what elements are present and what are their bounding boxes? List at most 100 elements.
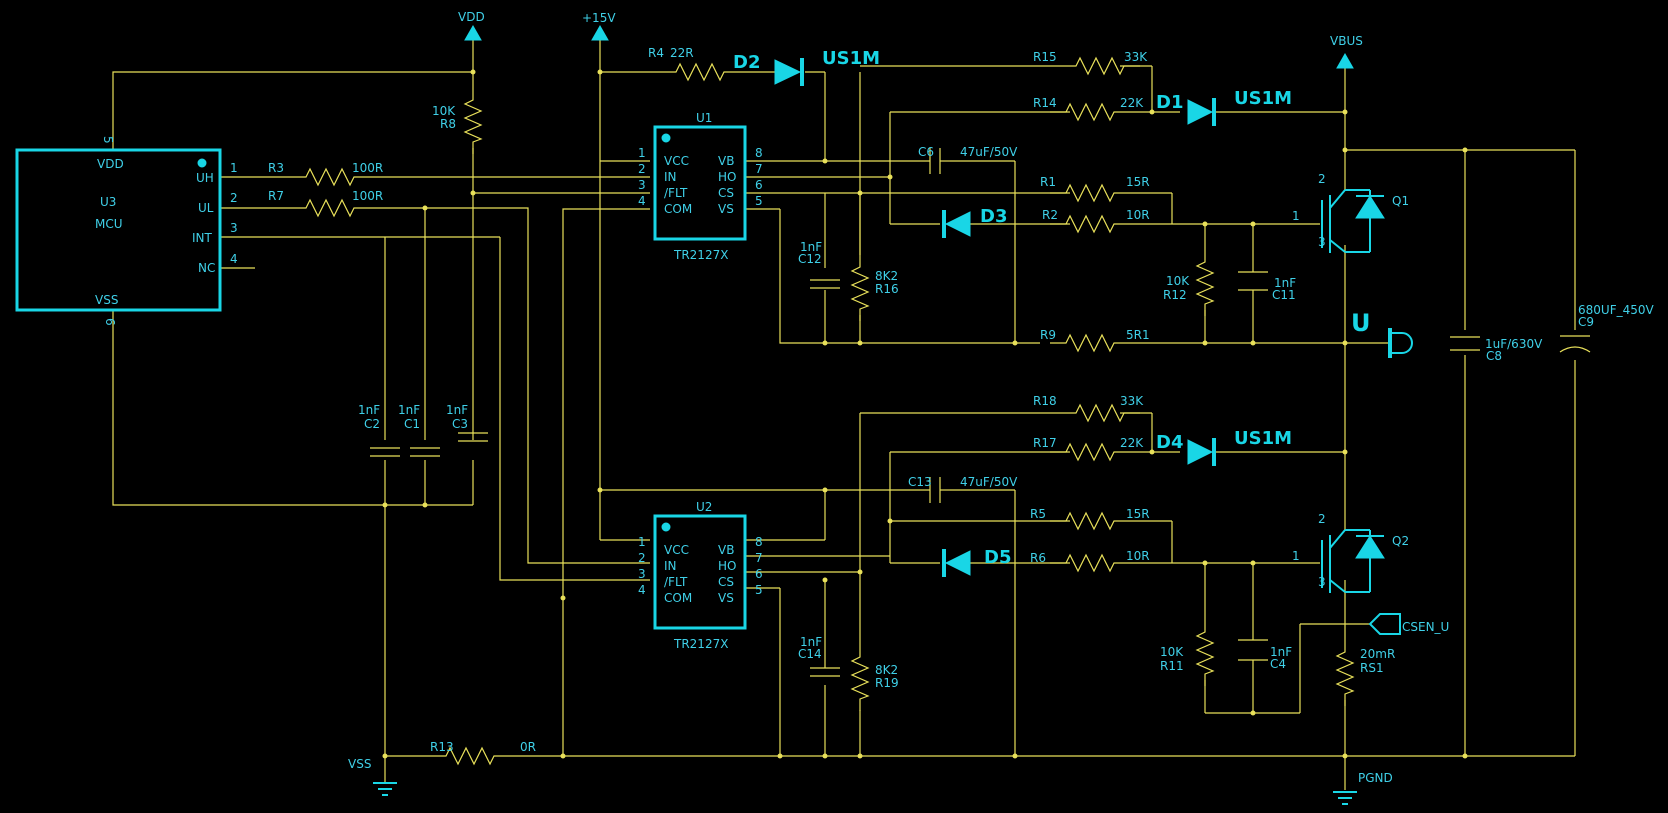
c1-cap-icon bbox=[410, 447, 440, 457]
wires bbox=[112, 38, 1576, 790]
u2-pin7: 7 bbox=[755, 551, 763, 565]
d1-part: US1M bbox=[1234, 88, 1292, 109]
vdd-label: VDD bbox=[458, 10, 485, 24]
u1-cs: CS bbox=[718, 186, 734, 200]
c14-ref: C14 bbox=[798, 647, 822, 661]
u2-com: COM bbox=[664, 591, 692, 605]
r6-val: 10R bbox=[1126, 549, 1150, 563]
u2-vcc: VCC bbox=[664, 543, 689, 557]
pgnd-ground-icon bbox=[1333, 791, 1357, 805]
r3-ref: R3 bbox=[268, 161, 284, 175]
r4-val: 22R bbox=[670, 46, 694, 60]
r16-val: 8K2 bbox=[875, 269, 898, 283]
u1-pin7: 7 bbox=[755, 162, 763, 176]
d3-ref: D3 bbox=[980, 206, 1007, 227]
d1-ref: D1 bbox=[1156, 92, 1183, 113]
r8-ref: R8 bbox=[440, 117, 456, 131]
r12-ref: R12 bbox=[1163, 288, 1187, 302]
r2-ref: R2 bbox=[1042, 208, 1058, 222]
d5-diode-icon bbox=[942, 549, 971, 577]
u2-flt: /FLT bbox=[664, 575, 688, 589]
resistors: R3 100R R7 100R 10K R8 R4 22R R15 33K R1… bbox=[268, 46, 1395, 765]
u1-pin5: 5 bbox=[755, 194, 763, 208]
c2-ref: C2 bbox=[364, 417, 380, 431]
c4-ref: C4 bbox=[1270, 657, 1286, 671]
r12-val: 10K bbox=[1166, 274, 1190, 288]
u3-pin3: 3 bbox=[230, 221, 238, 235]
c12-ref: C12 bbox=[798, 252, 822, 266]
c11-cap-icon bbox=[1238, 271, 1268, 291]
d3-diode-icon bbox=[942, 210, 971, 238]
csen-label: CSEN_U bbox=[1402, 620, 1449, 634]
d2-diode-icon bbox=[774, 58, 804, 86]
u2-vs: VS bbox=[718, 591, 734, 605]
u1-pin4: 4 bbox=[638, 194, 646, 208]
u3-vdd-label: VDD bbox=[97, 157, 124, 171]
r1-ref: R1 bbox=[1040, 175, 1056, 189]
d2-ref: D2 bbox=[733, 52, 760, 73]
d4-part: US1M bbox=[1234, 428, 1292, 449]
r18-val: 33K bbox=[1120, 394, 1144, 408]
c8-ref: C8 bbox=[1486, 349, 1502, 363]
u3-ref: U3 bbox=[100, 195, 116, 209]
u1-pin6: 6 bbox=[755, 178, 763, 192]
r18-ref: R18 bbox=[1033, 394, 1057, 408]
u1-vs: VS bbox=[718, 202, 734, 216]
c9-polar-cap-icon bbox=[1559, 335, 1591, 353]
u1-pin8: 8 bbox=[755, 146, 763, 160]
u3-uh-label: UH bbox=[196, 171, 214, 185]
c11-val: 1nF bbox=[1274, 276, 1296, 290]
r15-val: 33K bbox=[1124, 50, 1148, 64]
u3-pin1: 1 bbox=[230, 161, 238, 175]
c1-ref: C1 bbox=[404, 417, 420, 431]
u2-pin2: 2 bbox=[638, 551, 646, 565]
u3-int-label: INT bbox=[192, 231, 213, 245]
r9-ref: R9 bbox=[1040, 328, 1056, 342]
r6-ref: R6 bbox=[1030, 551, 1046, 565]
c2-cap-icon bbox=[370, 447, 400, 457]
r17-ref: R17 bbox=[1033, 436, 1057, 450]
rs1-val: 20mR bbox=[1360, 647, 1395, 661]
u2-pin4: 4 bbox=[638, 583, 646, 597]
q2-pin-c: 2 bbox=[1318, 512, 1326, 526]
r11-ref: R11 bbox=[1160, 659, 1184, 673]
u1-flt: /FLT bbox=[664, 186, 688, 200]
csen-port-icon bbox=[1368, 613, 1401, 635]
r3-val: 100R bbox=[352, 161, 383, 175]
u2-cs: CS bbox=[718, 575, 734, 589]
capacitors: 1nF C2 1nF C1 1nF C3 C6 47uF/50V 1nF C12… bbox=[358, 145, 1654, 677]
r5-ref: R5 bbox=[1030, 507, 1046, 521]
u1-pin2: 2 bbox=[638, 162, 646, 176]
u3-type: MCU bbox=[95, 217, 123, 231]
u3-vss-label: VSS bbox=[95, 293, 118, 307]
r16-ref: R16 bbox=[875, 282, 899, 296]
r4-ref: R4 bbox=[648, 46, 664, 60]
u-output-port-icon bbox=[1389, 332, 1413, 354]
diodes: D2 US1M D1 US1M D3 D4 US1M D5 bbox=[733, 48, 1292, 577]
u2-in: IN bbox=[664, 559, 677, 573]
r2-val: 10R bbox=[1126, 208, 1150, 222]
u2-pin1: 1 bbox=[638, 535, 646, 549]
driver-u2: U2 TR2127X VCC IN /FLT COM VB HO CS VS 1… bbox=[638, 500, 763, 651]
c6-ref: C6 bbox=[918, 145, 934, 159]
q2-ref: Q2 bbox=[1392, 534, 1409, 548]
u2-pin6: 6 bbox=[755, 567, 763, 581]
u3-ul-label: UL bbox=[198, 201, 214, 215]
c9-val: 680UF_450V bbox=[1578, 303, 1654, 317]
c8-cap-icon bbox=[1450, 336, 1480, 351]
c6-val: 47uF/50V bbox=[960, 145, 1018, 159]
r13-ref: R13 bbox=[430, 740, 454, 754]
r13-val: 0R bbox=[520, 740, 536, 754]
u3-pin4: 4 bbox=[230, 252, 238, 266]
r7-val: 100R bbox=[352, 189, 383, 203]
u1-vb: VB bbox=[718, 154, 734, 168]
u2-vb: VB bbox=[718, 543, 734, 557]
vdd-arrow-icon bbox=[464, 24, 482, 41]
u1-part: TR2127X bbox=[673, 248, 728, 262]
p15v-arrow-icon bbox=[591, 24, 609, 41]
q1-pin-c: 2 bbox=[1318, 172, 1326, 186]
vss-ground-icon bbox=[373, 782, 397, 796]
r19-val: 8K2 bbox=[875, 663, 898, 677]
c3-cap-icon bbox=[458, 432, 488, 442]
q2-diode-icon bbox=[1355, 535, 1385, 559]
